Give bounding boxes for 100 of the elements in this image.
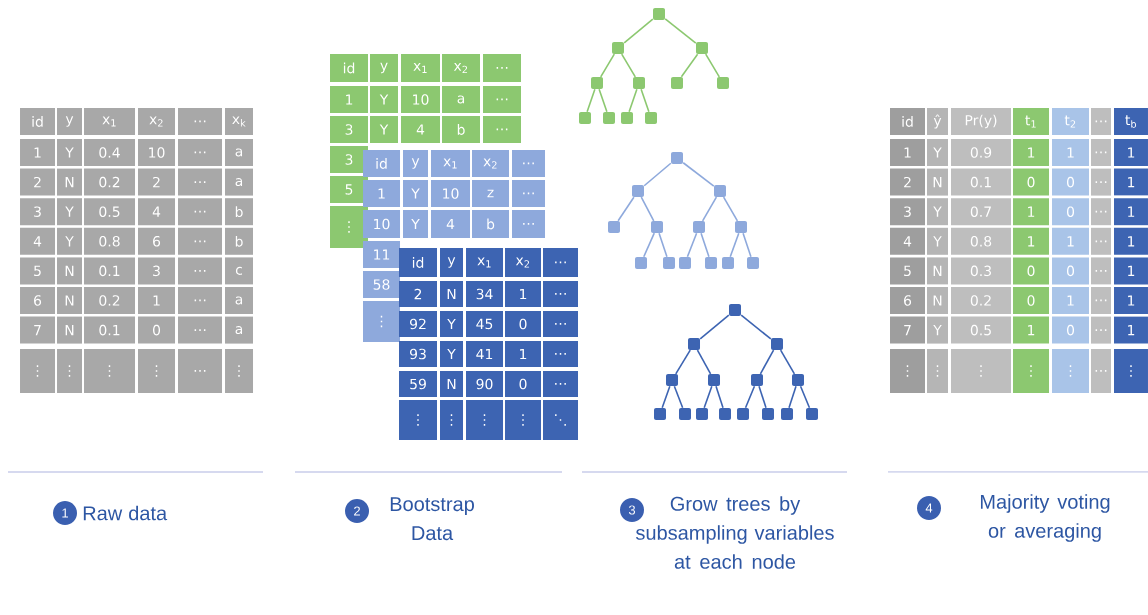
table-cell: 2 [20, 168, 55, 196]
tree-branch [661, 385, 671, 409]
table-cell: 0.1 [951, 168, 1011, 196]
table-cell: ⋮ [1114, 349, 1148, 393]
table-cell: … [512, 150, 545, 177]
table-cell: … [483, 116, 521, 143]
table-cell: ⋱ [543, 400, 578, 440]
step-number-badge: 1 [53, 501, 77, 525]
tree-node [666, 374, 678, 386]
table-cell: id [399, 248, 437, 277]
tree-branch [599, 53, 616, 78]
tree-node [705, 257, 717, 269]
tree-node [651, 221, 663, 233]
tree-node [806, 408, 818, 420]
table-cell: 0 [1013, 257, 1049, 285]
tree-node [579, 112, 591, 124]
table-cell: Y [403, 210, 428, 238]
tree-node [621, 112, 633, 124]
table-cell: … [512, 180, 545, 207]
tree-node [608, 221, 620, 233]
table-cell: … [543, 281, 578, 307]
table-cell: 1 [1114, 287, 1148, 314]
table-cell: 10 [401, 86, 440, 113]
table-cell: 1 [890, 139, 925, 166]
table-cell: t$_{1}$ [1013, 108, 1049, 135]
table-cell: 0.4 [84, 139, 135, 166]
table-cell: … [1091, 287, 1111, 314]
table-cell: 1 [1052, 139, 1089, 166]
table-cell: … [1091, 139, 1111, 166]
table-cell: 0.8 [84, 227, 135, 255]
table-cell: Y [57, 227, 82, 255]
table-cell: a [225, 168, 253, 196]
table-cell: Y [57, 139, 82, 166]
tree-node [708, 374, 720, 386]
table-cell: 7 [20, 316, 55, 344]
step-number-badge: 3 [620, 498, 644, 522]
tree-node [719, 408, 731, 420]
table-cell: a [225, 316, 253, 344]
table-cell: 3 [890, 198, 925, 226]
table-cell: Y [57, 198, 82, 226]
table-cell: … [1091, 349, 1111, 393]
table-cell: 10 [363, 210, 400, 238]
table-cell: 0 [138, 316, 175, 344]
tree-branch [704, 53, 721, 78]
tree-branch [598, 88, 608, 113]
table-cell: … [178, 349, 222, 393]
tree-node [632, 185, 644, 197]
table-cell: ⋮ [505, 400, 541, 440]
table-cell: a [225, 139, 253, 166]
table-cell: 1 [505, 281, 541, 307]
table-cell: 10 [138, 139, 175, 166]
table-cell: … [543, 371, 578, 397]
table-cell: 6 [20, 287, 55, 314]
table-cell: 1 [1013, 227, 1049, 255]
tree-branch [640, 88, 650, 113]
tree-node [653, 8, 665, 20]
table-cell: 4 [138, 198, 175, 226]
table-cell: Y [440, 341, 463, 367]
table-cell: 1 [1114, 198, 1148, 226]
table-cell: z [472, 180, 509, 207]
table-cell: id [330, 54, 368, 82]
table-cell: 0.2 [84, 168, 135, 196]
table-cell: 0.5 [84, 198, 135, 226]
tree-node [735, 221, 747, 233]
table-cell: 1 [505, 341, 541, 367]
tree-branch [729, 232, 740, 258]
table-cell: … [1091, 257, 1111, 285]
table-cell: 1 [1013, 198, 1049, 226]
table-cell: N [57, 257, 82, 285]
table-cell: 41 [466, 341, 503, 367]
table-cell: ⋮ [440, 400, 463, 440]
table-cell: … [1091, 316, 1111, 344]
table-cell: c [225, 257, 253, 285]
table-cell: 1 [1114, 139, 1148, 166]
tree-node [679, 257, 691, 269]
tree-node [762, 408, 774, 420]
tree-branch [799, 385, 811, 409]
table-cell: ⋮ [84, 349, 135, 393]
table-cell: 45 [466, 311, 503, 337]
table-cell: b [442, 116, 480, 143]
table-cell: ⋮ [20, 349, 55, 393]
table-cell: t$_{b}$ [1114, 108, 1148, 135]
table-cell: … [543, 311, 578, 337]
table-cell: 0 [505, 311, 541, 337]
table-cell: 1 [1114, 257, 1148, 285]
tree-node [729, 304, 741, 316]
table-cell: ⋮ [466, 400, 503, 440]
tree-branch [664, 18, 697, 44]
table-cell: 0.2 [84, 287, 135, 314]
tree-branch [740, 314, 772, 340]
tree-node [591, 77, 603, 89]
table-cell: x$_{1}$ [84, 108, 135, 135]
table-cell: … [178, 108, 222, 135]
tree-node [663, 257, 675, 269]
tree-branch [715, 385, 724, 409]
table-cell: 3 [138, 257, 175, 285]
table-cell: … [178, 139, 222, 166]
table-cell: Y [403, 180, 428, 207]
table-cell: 5 [330, 176, 368, 203]
tree-branch [722, 196, 739, 222]
